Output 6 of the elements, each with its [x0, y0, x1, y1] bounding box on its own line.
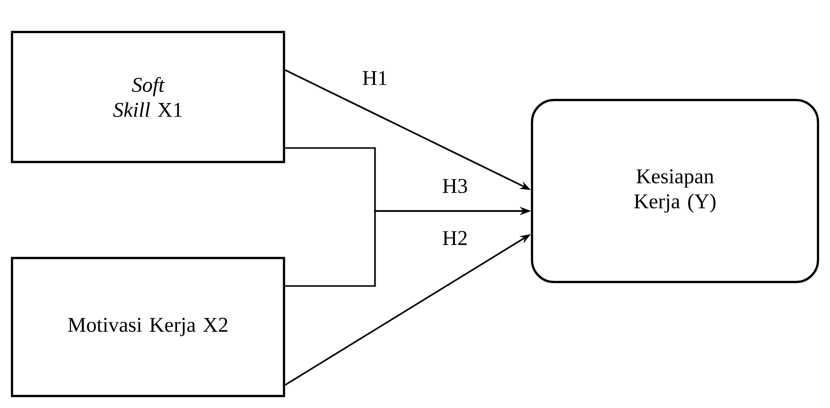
variable-box: Soft Skill X1	[10, 30, 286, 164]
edge-label: H1	[361, 70, 389, 86]
variable-box: Motivasi Kerja X2	[10, 256, 286, 398]
edge-label: H3	[441, 178, 469, 194]
outcome-box: Kesiapan Kerja (Y)	[530, 98, 820, 284]
edge-label: H2	[441, 230, 469, 246]
